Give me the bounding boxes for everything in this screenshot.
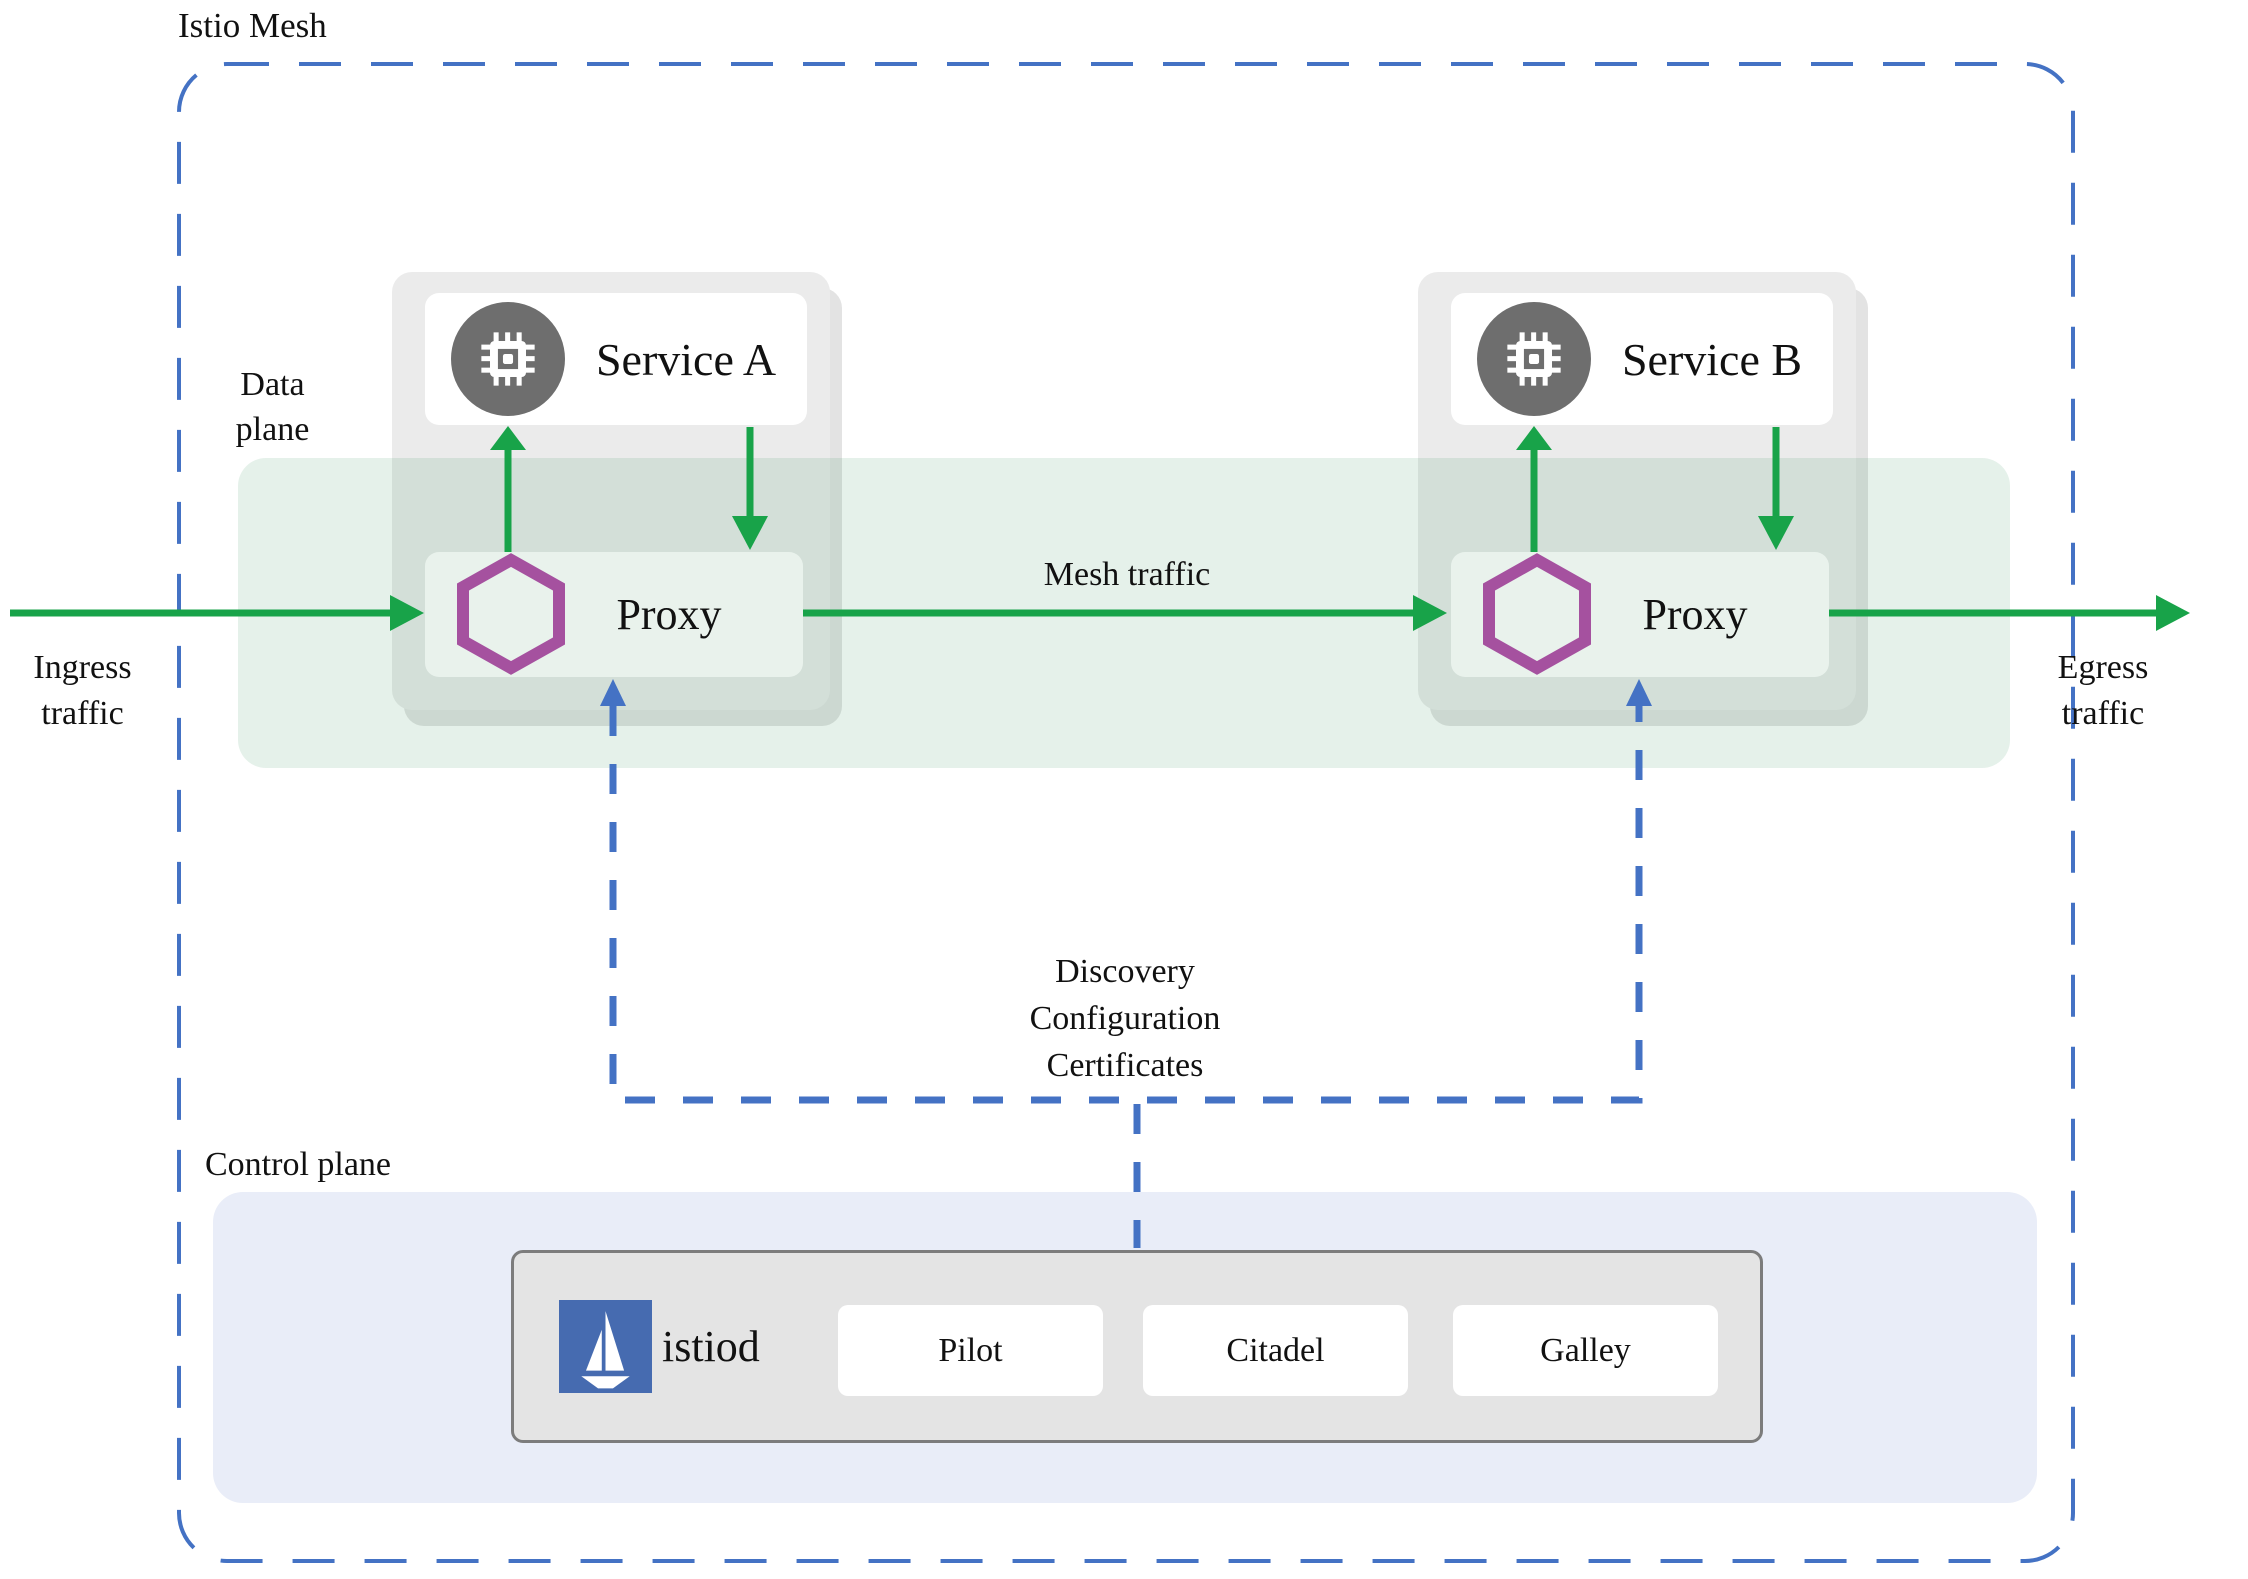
ingress-label: Ingress traffic — [5, 645, 160, 737]
istio-sailboat-logo — [559, 1300, 652, 1393]
envoy-hexagon-icon — [457, 553, 565, 675]
microchip-icon — [1477, 302, 1591, 416]
ingress-line2: traffic — [41, 695, 124, 732]
control-plane-label: Control plane — [205, 1146, 392, 1183]
service-b-label: Service B — [1621, 333, 1803, 385]
envoy-hexagon-icon — [1483, 553, 1591, 675]
mesh-traffic-label: Mesh traffic — [1043, 556, 1211, 593]
proxy-b-box: Proxy — [1451, 552, 1829, 677]
proxy-b-label: Proxy — [1642, 590, 1748, 639]
egress-line1: Egress — [2057, 649, 2149, 686]
component-box-galley: Galley — [1453, 1305, 1718, 1396]
proxy-a-label: Proxy — [616, 590, 722, 639]
microchip-glyph — [1507, 332, 1561, 386]
sailboat-icon — [581, 1311, 630, 1389]
control-channel-line2: Configuration — [1029, 1000, 1221, 1037]
data-plane-label: Data plane — [190, 362, 355, 452]
istio-mesh-label: Istio Mesh — [178, 6, 327, 45]
control-channel-line3: Certificates — [1046, 1047, 1204, 1084]
component-box-citadel: Citadel — [1143, 1305, 1408, 1396]
service-a-box: Service A — [425, 293, 807, 425]
ingress-line1: Ingress — [33, 649, 132, 686]
proxy-a-box: Proxy — [425, 552, 803, 677]
istiod-box: istiod Pilot Citadel Galley — [511, 1250, 1763, 1443]
egress-label: Egress traffic — [2018, 645, 2188, 737]
egress-arrowhead — [2156, 595, 2190, 631]
component-box-pilot: Pilot — [838, 1305, 1103, 1396]
data-plane-line1: Data — [240, 366, 305, 403]
egress-line2: traffic — [2061, 695, 2145, 732]
service-a-label: Service A — [595, 333, 777, 385]
service-b-box: Service B — [1451, 293, 1833, 425]
microchip-icon — [451, 302, 565, 416]
control-channel-label: Discovery Configuration Certificates — [925, 948, 1325, 1089]
data-plane-line2: plane — [235, 411, 310, 448]
microchip-glyph — [481, 332, 535, 386]
control-channel-line1: Discovery — [1055, 953, 1195, 990]
istiod-label: istiod — [662, 1322, 760, 1371]
